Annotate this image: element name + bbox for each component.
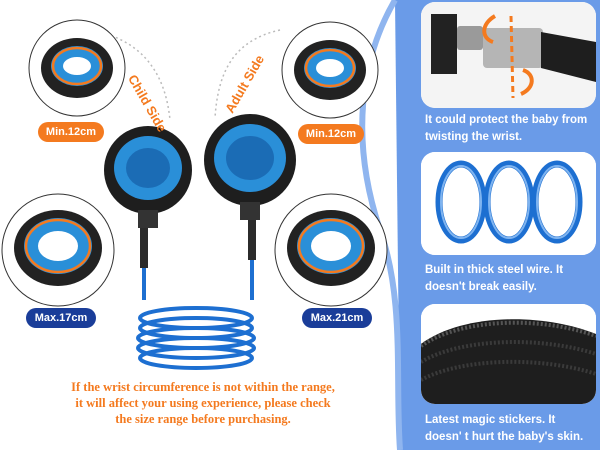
child-min-badge: Min.12cm xyxy=(38,122,104,142)
adult-min-cuff-circle xyxy=(281,21,379,119)
feature-caption: It could protect the baby from twisting … xyxy=(425,112,597,146)
caption-line: It could protect the baby from xyxy=(425,114,588,126)
child-min-cuff-circle xyxy=(28,19,126,117)
caption-line: twisting the wrist. xyxy=(425,131,523,143)
coiled-cable xyxy=(136,306,256,370)
adult-min-badge: Min.12cm xyxy=(298,124,364,144)
adult-wrist-cuff xyxy=(204,114,296,220)
steel-wire-photo xyxy=(421,152,596,255)
adult-max-badge: Max.21cm xyxy=(302,308,372,328)
feature-caption: Latest magic stickers. It doesn' t hurt … xyxy=(425,412,597,446)
hook-loop-photo xyxy=(421,304,596,404)
adult-max-cuff-circle xyxy=(274,193,388,307)
warning-line: the size range before purchasing. xyxy=(115,412,291,426)
product-illustration xyxy=(1,19,388,370)
size-warning: If the wrist circumference is not within… xyxy=(44,379,362,427)
caption-line: Latest magic stickers. It xyxy=(425,414,556,426)
caption-line: doesn't break easily. xyxy=(425,281,537,293)
caption-line: doesn' t hurt the baby's skin. xyxy=(425,431,584,443)
swivel-clip-photo xyxy=(421,2,596,108)
warning-line: it will affect your using experience, pl… xyxy=(75,396,331,410)
child-wrist-cuff xyxy=(104,126,192,228)
child-max-badge: Max.17cm xyxy=(26,308,96,328)
feature-caption: Built in thick steel wire. It doesn't br… xyxy=(425,262,597,296)
child-max-cuff-circle xyxy=(1,193,115,307)
caption-line: Built in thick steel wire. It xyxy=(425,264,564,276)
warning-line: If the wrist circumference is not within… xyxy=(71,380,335,394)
